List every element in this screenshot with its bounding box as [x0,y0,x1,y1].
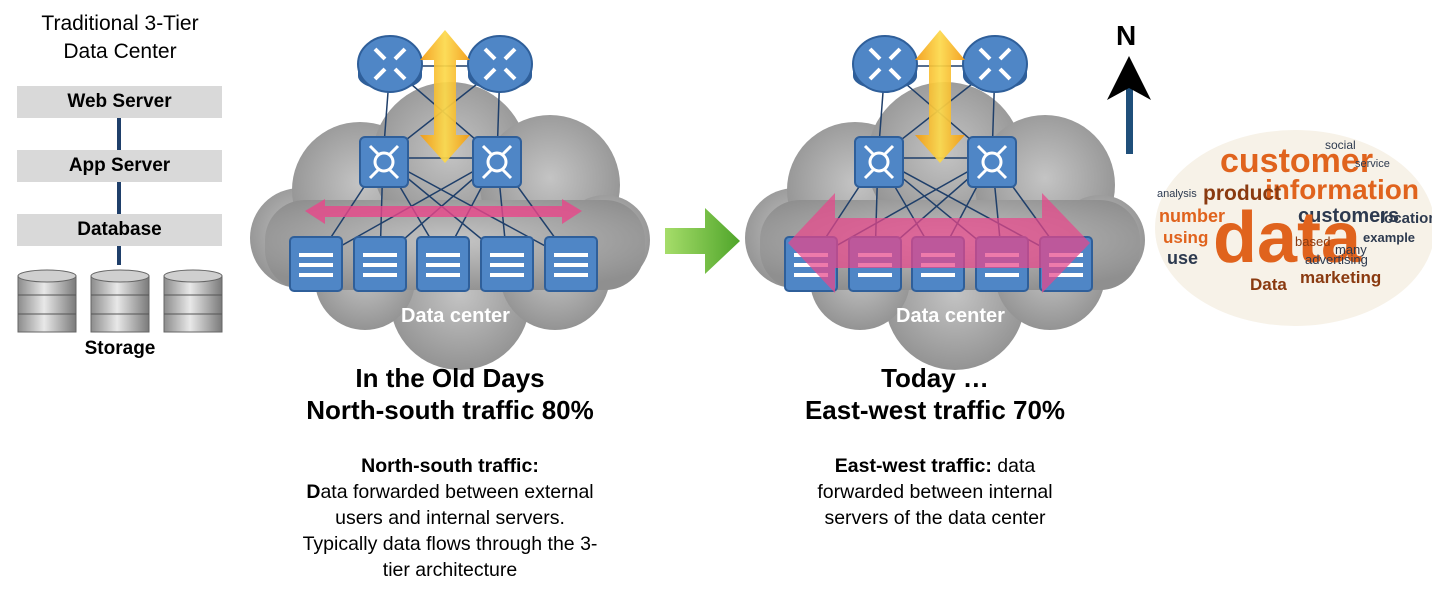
word-cloud-word: customers [1298,205,1400,227]
old-days-description: North-south traffic: Data forwarded betw… [240,453,660,583]
word-cloud-word: advertising [1305,252,1368,267]
word-cloud-word: marketing [1300,268,1382,287]
old-days-title: In the Old Days North-south traffic 80% [250,362,650,426]
old-days-desc-bold-letter: D [306,481,321,503]
old-days-desc-line1-rest: ata forwarded between external [320,481,594,503]
today-cloud-label: Data center [896,305,1005,327]
compass-north-label: N [1116,20,1137,51]
database-tier: Database [17,214,222,246]
word-cloud-word: service [1355,158,1390,170]
storage-cylinder-1 [17,269,77,333]
today-cloud-diagram [745,30,1145,370]
old-days-desc-line1: Data forwarded between external [240,479,660,505]
old-access-switch [544,236,598,292]
old-cloud-label: Data center [401,305,510,327]
old-east-west-arrow [305,199,582,224]
today-title-line2: East-west traffic 70% [804,395,1066,425]
old-days-desc-line2: users and internal servers. [335,507,565,529]
today-desc-line1: East-west traffic: data [740,453,1130,479]
old-north-south-arrow [420,30,470,163]
tier-title-line1: Traditional 3-Tier [41,12,199,35]
today-title-line1: Today … [881,363,989,393]
word-cloud-word: number [1159,206,1226,226]
old-access-switches [289,236,598,292]
word-cloud-word: data [1213,198,1362,278]
today-agg-switch-left [854,136,904,188]
word-cloud-word: use [1167,248,1199,268]
old-days-desc-line3: Typically data flows through the 3- [302,533,598,555]
web-server-tier: Web Server [17,86,222,118]
word-cloud-word: location [1380,210,1432,227]
tier-title-line2: Data Center [63,40,177,63]
today-east-west-arrow [788,193,1090,293]
app-server-tier: App Server [17,150,222,182]
word-cloud-word: based [1295,234,1331,249]
old-access-switch [353,236,407,292]
word-cloud-word: using [1163,228,1209,247]
old-days-desc-line4: tier architecture [382,559,518,581]
old-days-cloud-diagram [250,30,650,370]
word-cloud-word: information [1265,174,1419,205]
tier-connector-line [117,115,121,265]
today-desc-line1-rest: data [991,455,1036,477]
old-access-switch [480,236,534,292]
old-days-title-line1: In the Old Days [355,363,545,393]
today-title: Today … East-west traffic 70% [735,362,1135,426]
old-days-title-line2: North-south traffic 80% [306,395,594,425]
word-cloud-word: many [1335,242,1367,257]
word-cloud-word: product [1203,182,1282,205]
old-access-switch [416,236,470,292]
old-access-switch [289,236,343,292]
tier-title: Traditional 3-Tier Data Center [0,10,240,66]
today-agg-switch-right [967,136,1017,188]
today-desc-line3: servers of the data center [824,507,1046,529]
storage-cylinder-2 [90,269,150,333]
word-cloud-word: example [1363,230,1416,245]
old-router-right [467,35,533,93]
north-compass-arrow [1107,56,1151,154]
storage-label: Storage [84,338,156,359]
old-router-left [357,35,423,93]
old-days-desc-heading: North-south traffic: [361,455,539,477]
old-agg-switch-left [359,136,409,188]
today-desc-line2: forwarded between internal [817,481,1053,503]
word-cloud-word: Data [1250,275,1287,294]
today-router-left [852,35,918,93]
storage-icons [17,269,223,333]
transition-arrow [665,208,740,274]
word-cloud-word: customer [1220,142,1374,180]
word-cloud-image [1155,130,1432,326]
today-router-right [962,35,1028,93]
old-agg-switch-right [472,136,522,188]
today-desc-bold: East-west traffic: [834,455,992,477]
storage-cylinder-3 [163,269,223,333]
word-cloud-word: social [1325,138,1356,152]
today-description: East-west traffic: data forwarded betwee… [740,453,1130,531]
today-north-south-arrow [915,30,965,163]
word-cloud-word: analysis [1157,188,1197,200]
word-cloud: customer information product customers d… [1155,130,1432,330]
